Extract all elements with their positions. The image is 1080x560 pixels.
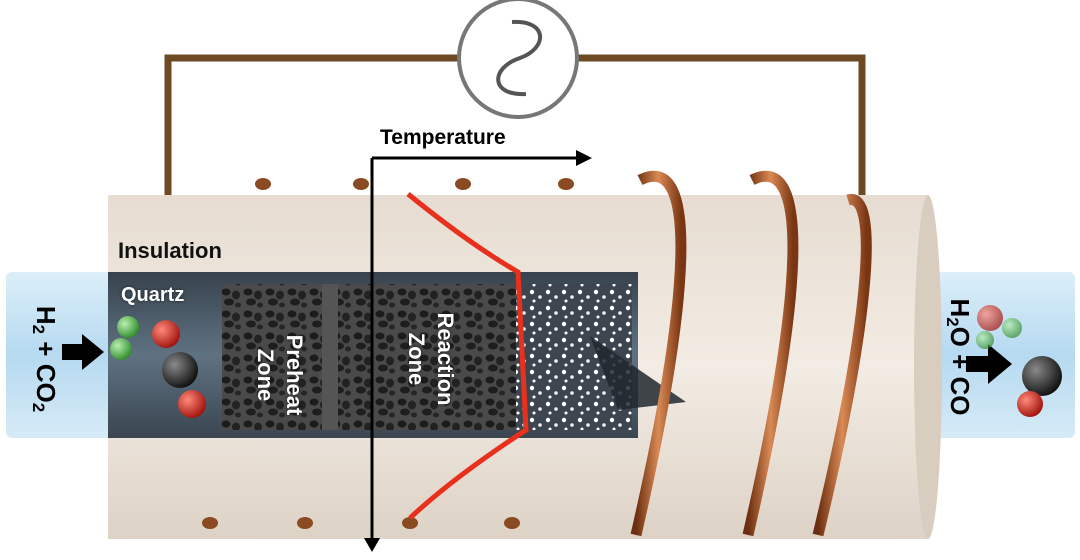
outlet-species-1: H <box>945 298 975 317</box>
inlet-species-1: H <box>31 306 61 325</box>
outlet-species-1b: O <box>945 327 975 347</box>
outlet-gas-label: H2O + CO <box>941 277 975 437</box>
outlet-species-2: CO <box>945 377 975 416</box>
inlet-gas-label: H2 + CO2 <box>27 289 61 429</box>
temperature-axis-label: Temperature <box>380 126 506 150</box>
inlet-sub-1: 2 <box>29 325 48 334</box>
inlet-op: + <box>31 341 61 356</box>
foam-gap <box>322 284 338 430</box>
reaction-zone-label: Reaction Zone <box>390 286 460 432</box>
ac-source-icon <box>459 0 577 117</box>
outlet-op: + <box>945 354 975 369</box>
insulation-label: Insulation <box>118 238 222 264</box>
quartz-label: Quartz <box>121 284 184 307</box>
outlet-sub-1: 2 <box>943 317 962 326</box>
inlet-sub-2: 2 <box>29 403 48 412</box>
inlet-species-2: CO <box>31 364 61 403</box>
preheat-zone-label: Preheat Zone <box>239 305 309 445</box>
